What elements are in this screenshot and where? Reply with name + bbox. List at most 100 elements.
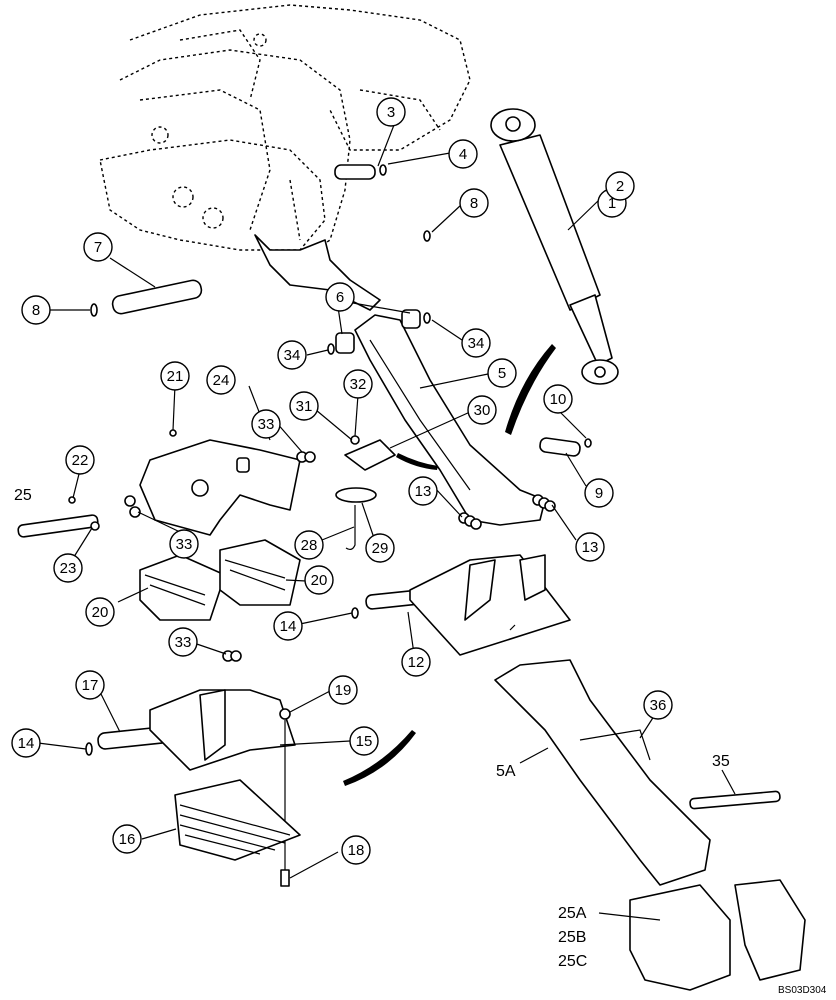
callout-c5: 5 (487, 358, 517, 388)
callout-circle (75, 670, 105, 700)
bolt-18 (280, 869, 290, 887)
weight-block-16 (174, 779, 301, 861)
callout-c4: 4 (448, 139, 478, 169)
callout-number: 29 (372, 540, 389, 557)
callout-circle (294, 530, 324, 560)
callout-circle (365, 533, 395, 563)
washer-14b (85, 742, 93, 756)
frame-mount-bracket (254, 234, 381, 311)
callout-number: 22 (72, 452, 89, 469)
callout-number: 32 (350, 376, 367, 393)
callout-circle (341, 835, 371, 865)
callout-circle (251, 409, 281, 439)
callout-number: 8 (32, 302, 40, 319)
washers-33b (124, 495, 141, 518)
callout-number: 18 (348, 842, 365, 859)
callout-c8b: 8 (459, 188, 489, 218)
callout-circle (168, 627, 198, 657)
washers-33c (222, 650, 242, 662)
washer-34a (327, 343, 335, 355)
washers-33a (296, 451, 316, 463)
callout-number: 9 (595, 485, 603, 502)
callout-c17: 17 (75, 670, 105, 700)
washers-13a (458, 512, 482, 530)
callout-c32: 32 (343, 369, 373, 399)
callout-c15: 15 (349, 726, 379, 756)
bolt-21 (169, 429, 177, 437)
callout-circle (376, 97, 406, 127)
reference-code: BS03D304 (778, 985, 827, 996)
callout-number: 10 (550, 391, 567, 408)
callout-number: 13 (415, 483, 432, 500)
pin-25 (17, 514, 99, 538)
callout-number: 6 (336, 289, 344, 306)
callout-c7: 7 (83, 232, 113, 262)
callout-c34a: 34 (277, 340, 307, 370)
callout-number: 33 (176, 536, 193, 553)
callout-number: 12 (408, 654, 425, 671)
callout-circle (65, 445, 95, 475)
callout-c18: 18 (341, 835, 371, 865)
bracket-30 (344, 439, 396, 471)
callout-number: 13 (582, 539, 599, 556)
callout-number: 21 (167, 368, 184, 385)
callout-c12: 12 (401, 647, 431, 677)
callout-number: 7 (94, 239, 102, 256)
callout-circle (448, 139, 478, 169)
callout-circle (643, 690, 673, 720)
label-35: 35 (712, 753, 730, 770)
callout-c2: 2 (605, 171, 635, 201)
washer-29 (335, 487, 377, 503)
boom-extension-5a (494, 659, 711, 886)
callout-circle (11, 728, 41, 758)
bushing-6a (335, 332, 355, 354)
pin-9 (539, 437, 581, 457)
weight-block-20a (139, 554, 226, 621)
pin-35 (689, 790, 781, 810)
label-25a: 25A (558, 905, 587, 922)
bracket-24 (139, 439, 301, 536)
callout-number: 20 (311, 572, 328, 589)
callout-number: 24 (213, 372, 230, 389)
callout-circle (325, 282, 355, 312)
callout-c36: 36 (643, 690, 673, 720)
callout-number: 34 (284, 347, 301, 364)
callout-c20b: 20 (85, 597, 115, 627)
callout-c14b: 14 (11, 728, 41, 758)
callout-c9: 9 (584, 478, 614, 508)
callout-c33a: 33 (251, 409, 281, 439)
weight-block-20b (219, 539, 301, 606)
callout-circle (487, 358, 517, 388)
callout-circle (112, 824, 142, 854)
callout-number: 33 (175, 634, 192, 651)
callout-circle (575, 532, 605, 562)
motion-arrow-upper (505, 344, 556, 435)
callout-c13b: 13 (575, 532, 605, 562)
frame-outline (99, 4, 471, 266)
leader-lines (37, 124, 736, 921)
washer-14a (351, 607, 359, 619)
hook-28 (345, 505, 356, 551)
callout-c30: 30 (467, 395, 497, 425)
bolt-22 (68, 496, 76, 504)
callout-number: 23 (60, 560, 77, 577)
callout-c13a: 13 (408, 476, 438, 506)
callout-circle (277, 340, 307, 370)
callout-c28: 28 (294, 530, 324, 560)
callout-circle (304, 565, 334, 595)
callout-circle (543, 384, 573, 414)
callout-c24: 24 (206, 365, 236, 395)
callout-c34b: 34 (461, 328, 491, 358)
callout-number: 20 (92, 604, 109, 621)
nut-19 (279, 708, 291, 720)
callout-circle (206, 365, 236, 395)
callout-circle (289, 391, 319, 421)
pin-7 (111, 279, 203, 315)
callout-circle (160, 361, 190, 391)
callout-circle (328, 675, 358, 705)
callout-number: 30 (474, 402, 491, 419)
callout-circle (605, 171, 635, 201)
nut-32 (350, 435, 360, 445)
callout-c22: 22 (65, 445, 95, 475)
callout-circle (21, 295, 51, 325)
